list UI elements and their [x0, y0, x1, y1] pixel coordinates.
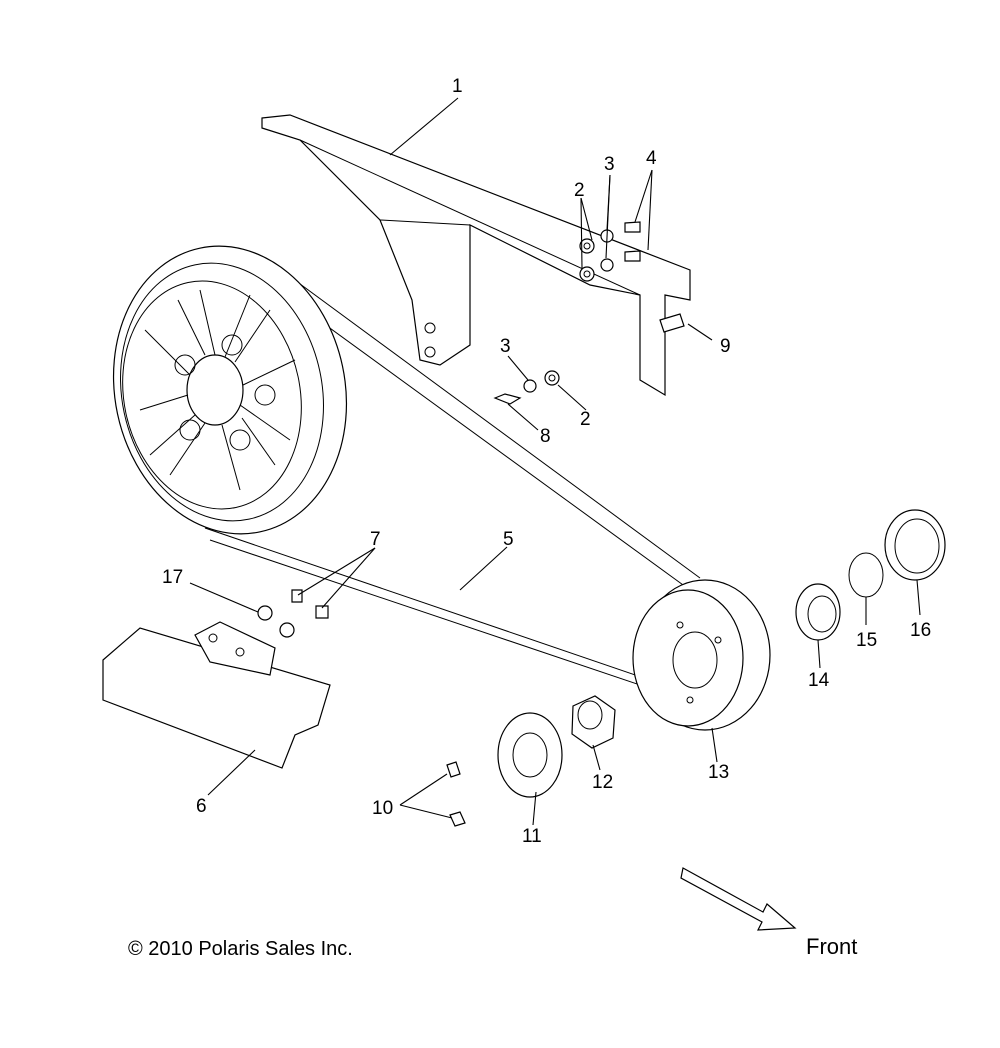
- callout-3: 3: [500, 336, 511, 357]
- callout-15: 15: [856, 630, 877, 651]
- callout-13: 13: [708, 762, 729, 783]
- rear-wheel-sprocket: [112, 245, 348, 535]
- callout-2: 2: [580, 409, 591, 430]
- callout-3: 3: [604, 154, 615, 175]
- fastener-group-upper: [493, 221, 685, 405]
- callout-8: 8: [540, 426, 551, 447]
- front-sprocket: [632, 579, 771, 731]
- bearing-seal-group: [795, 509, 946, 641]
- callout-12: 12: [592, 772, 613, 793]
- callout-11: 11: [522, 826, 542, 847]
- callout-10: 10: [372, 798, 393, 819]
- callout-6: 6: [196, 796, 207, 817]
- leader-lines: [189, 97, 921, 826]
- callout-7: 7: [370, 529, 381, 550]
- lower-belt-guard: [102, 589, 331, 769]
- front-direction-arrow-icon: [680, 867, 797, 931]
- front-label: Front: [806, 934, 858, 959]
- copyright-text: © 2010 Polaris Sales Inc.: [128, 938, 353, 960]
- callout-5: 5: [503, 529, 514, 550]
- callout-16: 16: [910, 620, 931, 641]
- callout-numbers: 1 2 3 4 9 3 2 8 7 5 17 6 10 11 12 13 14 …: [162, 76, 931, 847]
- callout-9: 9: [720, 336, 731, 357]
- callout-17: 17: [162, 567, 183, 588]
- callout-4: 4: [646, 148, 657, 169]
- lock-plate-and-nut: [497, 695, 616, 798]
- callout-2: 2: [574, 180, 585, 201]
- callout-1: 1: [452, 76, 463, 97]
- callout-14: 14: [808, 670, 830, 691]
- screws: [446, 761, 466, 827]
